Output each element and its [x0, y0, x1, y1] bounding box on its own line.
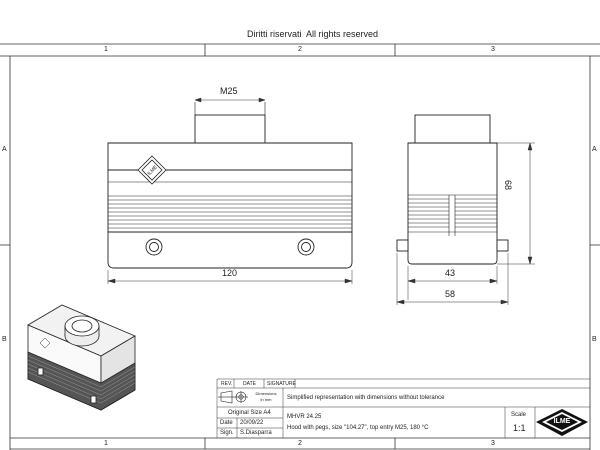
dim-side-depth: 43 [445, 268, 456, 278]
zone-column-3-bottom: 3 [491, 440, 495, 447]
dimensions-note-line1: Dimensions [255, 391, 277, 396]
signature-label: SIGNATURE [267, 381, 296, 387]
zone-row-a-left: A [2, 146, 7, 153]
title-block-grid [216, 378, 590, 438]
front-logo-icon: ILME [137, 155, 167, 185]
side-dimensions [396, 142, 535, 305]
front-view [107, 102, 353, 269]
zone-column-1-bottom: 1 [104, 440, 108, 447]
original-size: Original Size A4 [228, 410, 271, 416]
zone-row-a-right: A [592, 146, 597, 153]
side-view [396, 114, 509, 265]
sign-key: Sign. [220, 430, 234, 436]
zone-row-b-right: B [592, 336, 597, 343]
date-column-label: DATE [243, 381, 256, 387]
rev-label: REV. [221, 381, 233, 387]
sign-value: S.Diasparra [240, 430, 272, 436]
ilme-logo-text: ILME [553, 418, 571, 425]
zone-column-3-top: 3 [491, 46, 495, 53]
dim-front-width: 120 [222, 268, 238, 278]
zone-column-2-top: 2 [298, 46, 302, 53]
isometric-view [27, 304, 136, 411]
dimensions-note-line2: in mm [260, 397, 272, 402]
date-key: Date [220, 420, 233, 426]
projection-symbol-icon [218, 390, 248, 404]
front-dimensions [107, 97, 353, 284]
scale-label: Scale [511, 412, 527, 418]
rights-reserved-english: All rights reserved [306, 29, 379, 39]
drawing-frame [0, 43, 600, 450]
dim-side-overall: 58 [445, 289, 456, 299]
dim-entry-thread: M25 [220, 86, 238, 96]
product-description: Hood with pegs, size "104.27", top entry… [287, 425, 429, 431]
rights-reserved-italian: Diritti riservati [247, 29, 302, 39]
zone-column-2-bottom: 2 [298, 440, 302, 447]
scale-value: 1:1 [513, 423, 526, 433]
ilme-logo-icon [536, 408, 589, 437]
dim-side-height: 68 [503, 180, 513, 191]
simplified-representation-note: Simplified representation with dimension… [287, 395, 445, 401]
zone-row-b-left: B [2, 336, 7, 343]
zone-column-1-top: 1 [104, 46, 108, 53]
date-value: 20/09/22 [240, 420, 264, 426]
product-code: MHVR 24.25 [287, 414, 322, 420]
